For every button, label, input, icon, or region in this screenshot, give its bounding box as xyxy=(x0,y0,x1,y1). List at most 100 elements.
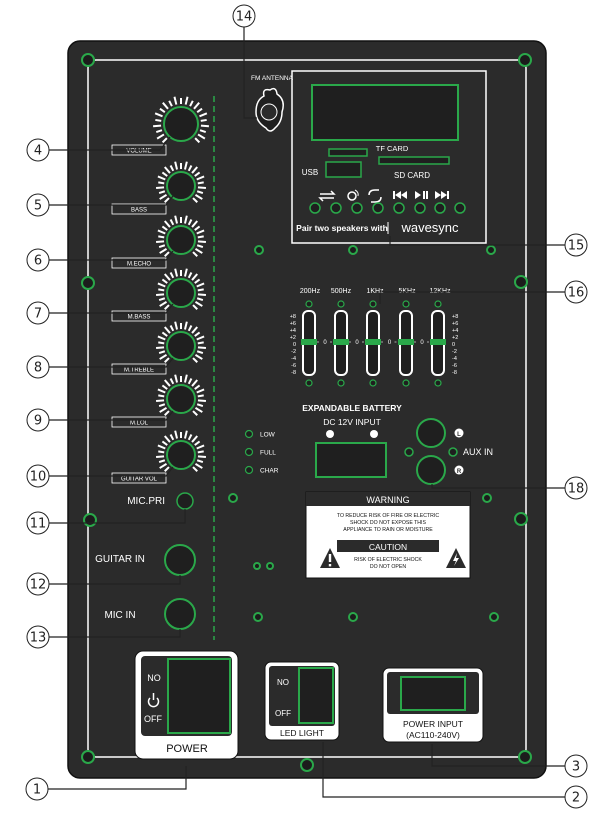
led-light-switch: NO OFF LED LIGHT xyxy=(264,661,340,741)
transport-button[interactable] xyxy=(351,202,363,214)
battery-led xyxy=(244,465,254,475)
transport-button[interactable] xyxy=(372,202,384,214)
eq-slider-knob[interactable] xyxy=(365,339,381,345)
knob-tick xyxy=(192,304,198,310)
warning-line: SHOCK DO NOT EXPOSE THIS xyxy=(350,520,426,526)
knob-2[interactable]: BASS xyxy=(111,161,207,215)
eq-scale-left: -4 xyxy=(291,356,296,362)
transport-button[interactable] xyxy=(393,202,405,214)
knob-tick xyxy=(199,112,208,118)
eq-slider[interactable] xyxy=(430,300,446,387)
knob-6[interactable]: M.LOL xyxy=(111,374,207,428)
callout-line xyxy=(49,303,174,314)
mount-hole xyxy=(348,245,358,255)
knob-tick xyxy=(196,244,204,249)
knob-tick xyxy=(197,133,206,140)
sd-card-slot[interactable] xyxy=(378,156,450,165)
dc-input-socket[interactable] xyxy=(315,442,387,478)
media-module: TF CARD USB SD CARD xyxy=(291,70,487,244)
eq-slider-bottom-dot xyxy=(337,379,345,387)
callout-line xyxy=(49,136,171,151)
knob-label-box xyxy=(111,416,167,428)
knob-tick xyxy=(158,235,165,239)
guitar-in-jack[interactable]: GUITAR IN xyxy=(95,544,196,576)
knob-3[interactable]: M.ECHO xyxy=(111,215,207,269)
battery-led xyxy=(244,429,254,439)
knob-tick xyxy=(191,273,198,281)
eq-slider-knob[interactable] xyxy=(301,339,317,345)
transport-button[interactable] xyxy=(454,202,466,214)
mount-hole xyxy=(253,562,261,570)
knob-4[interactable]: M.BASS xyxy=(111,268,207,322)
knob-tick xyxy=(196,388,205,394)
eq-zero-mark: 0 xyxy=(355,340,359,346)
eq-scale-right: +8 xyxy=(452,314,458,320)
knob-tick xyxy=(161,384,168,390)
knob-tick xyxy=(174,430,179,439)
knob-tick xyxy=(158,450,165,454)
callout-circle xyxy=(564,785,588,809)
fm-antenna[interactable]: FM ANTENNA xyxy=(251,75,294,132)
knob-5[interactable]: M.TREBLE xyxy=(111,321,207,375)
knob-tick xyxy=(164,435,171,443)
knob-dial[interactable] xyxy=(166,440,196,470)
knob-tick xyxy=(164,326,171,334)
knob-tick xyxy=(199,129,207,133)
knob-dial[interactable] xyxy=(166,171,196,201)
knob-dial[interactable] xyxy=(166,331,196,361)
power-label: POWER xyxy=(166,743,208,755)
knob-tick xyxy=(155,129,163,133)
led-light-label: LED LIGHT xyxy=(280,728,324,738)
power-off-label: OFF xyxy=(144,714,162,724)
eq-slider[interactable] xyxy=(333,300,349,387)
knob-dial[interactable] xyxy=(163,106,199,142)
eq-slider-knob[interactable] xyxy=(333,339,349,345)
transport-button[interactable] xyxy=(309,202,321,214)
mount-hole xyxy=(348,612,358,622)
aux-jack-left[interactable] xyxy=(416,418,446,448)
eq-scale-right: -8 xyxy=(452,370,457,376)
power-input-socket[interactable] xyxy=(400,676,466,711)
eq-slider-knob[interactable] xyxy=(398,339,414,345)
knob-dial[interactable] xyxy=(166,278,196,308)
callout-16: 16 xyxy=(379,280,588,304)
knob-tick xyxy=(169,325,175,332)
eq-slider[interactable] xyxy=(365,300,381,387)
knob-tick xyxy=(158,190,166,195)
eq-slider[interactable] xyxy=(301,300,317,387)
knob-tick xyxy=(155,399,165,402)
tf-card-slot[interactable] xyxy=(328,148,368,157)
power-rocker[interactable] xyxy=(167,658,231,734)
mic-pri-label: MIC.PRI xyxy=(127,496,165,507)
warning-title-text: WARNING xyxy=(366,495,409,505)
callout-number: 13 xyxy=(30,631,47,646)
eq-slider-knob[interactable] xyxy=(430,339,446,345)
knob-dial[interactable] xyxy=(166,225,196,255)
callout-line xyxy=(48,766,187,790)
transport-button[interactable] xyxy=(434,202,446,214)
knob-tick xyxy=(169,219,175,226)
aux-jack-right[interactable] xyxy=(416,455,446,485)
knob-tick xyxy=(200,124,209,128)
callout-line xyxy=(49,357,174,368)
eq-slider-bottom-dot xyxy=(434,379,442,387)
repeat-icon xyxy=(368,189,382,203)
display-screen xyxy=(311,84,459,141)
usb-port[interactable] xyxy=(325,161,362,178)
callout-number: 2 xyxy=(572,791,580,806)
knob-7[interactable]: GUITAR VOL xyxy=(111,430,207,484)
callout-line xyxy=(379,291,565,304)
eq-slider[interactable] xyxy=(398,300,414,387)
knob-tick xyxy=(194,137,201,144)
knob-dial[interactable] xyxy=(166,384,196,414)
mic-pri-button[interactable]: MIC.PRI xyxy=(127,492,194,510)
eq-scale-left: 0 xyxy=(293,342,296,348)
callout-15: 15 xyxy=(389,233,588,257)
transport-button[interactable] xyxy=(414,202,426,214)
knob-tick xyxy=(158,394,165,398)
knob-tick xyxy=(196,403,204,408)
transport-button[interactable] xyxy=(330,202,342,214)
knob-tick xyxy=(169,272,175,279)
led-rocker[interactable] xyxy=(298,667,334,724)
